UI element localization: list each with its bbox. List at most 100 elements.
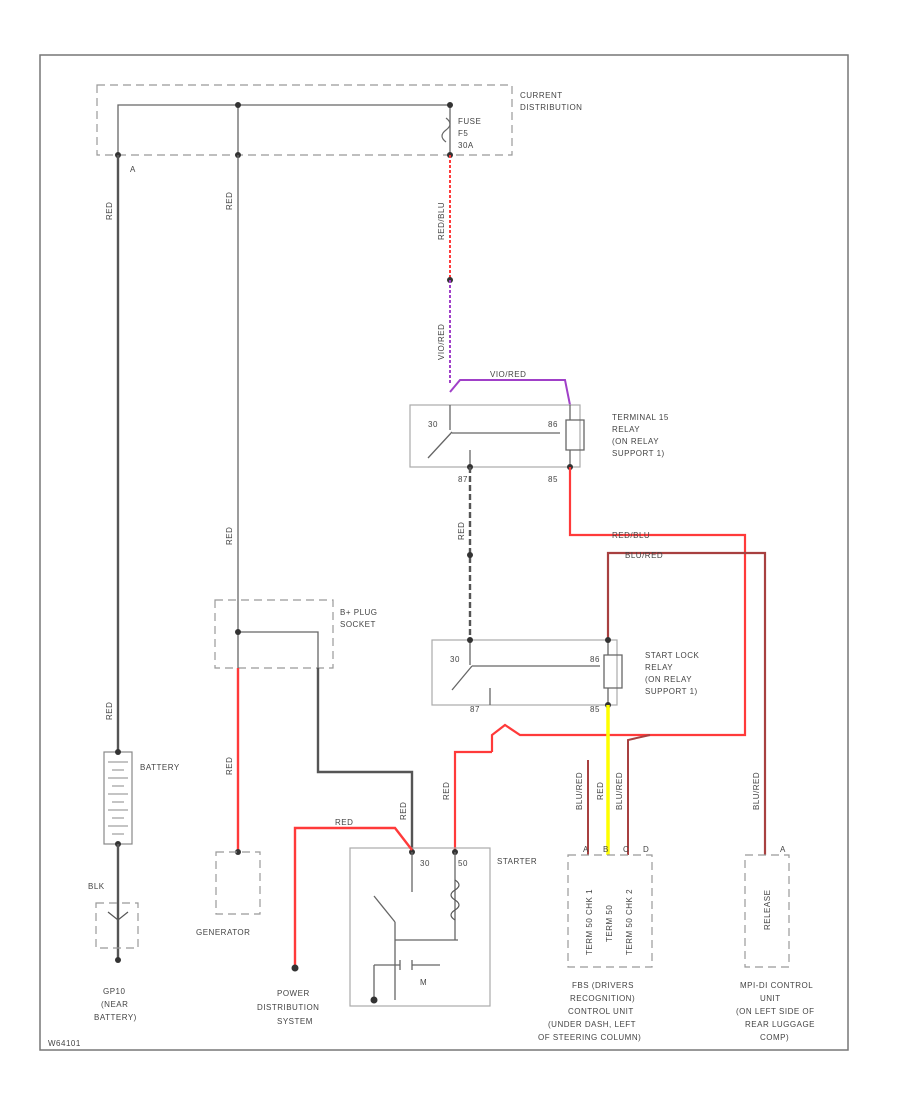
terminal-relay-label-1: TERMINAL 15: [612, 413, 669, 422]
terminal-relay-label-2: RELAY: [612, 425, 640, 434]
starter-label: STARTER: [497, 857, 537, 866]
battery-label: BATTERY: [140, 763, 180, 772]
starter-internal: [373, 852, 458, 1000]
relay-85-wire: [490, 467, 747, 752]
fbs-label-3: CONTROL UNIT: [568, 1007, 634, 1016]
start-lock-pin-85: 85: [590, 705, 600, 714]
bus-node-2: [447, 102, 453, 108]
starter-pin-m: M: [420, 978, 427, 987]
fuse-label-1: FUSE: [458, 117, 481, 126]
wire-label-relay85: RED/BLU: [612, 531, 650, 540]
start-lock-node-2: [605, 637, 611, 643]
wire-label-chk: BLU/RED: [615, 772, 624, 810]
wire-label-t15-lock: RED: [457, 522, 466, 540]
starter-pin-50: 50: [458, 859, 468, 868]
terminal-relay-switch: [427, 405, 560, 467]
start-lock-pin-30: 30: [450, 655, 460, 664]
fbs-pin-1: TERM 50 CHK 1: [585, 889, 594, 955]
wire-label-fuse-red: RED/BLU: [437, 202, 446, 240]
mpi-pin-a: A: [780, 845, 786, 854]
wire-label-battery-2: RED: [105, 702, 114, 720]
start-lock-label-1: START LOCK: [645, 651, 700, 660]
blk-label: BLK: [88, 882, 105, 891]
fbs-label-5: OF STEERING COLUMN): [538, 1033, 641, 1042]
wire-label-battery-1: RED: [105, 202, 114, 220]
fbs-pin-3: TERM 50 CHK 2: [625, 889, 634, 955]
wire-label-lock-starter: RED: [442, 782, 451, 800]
starter-box: [349, 847, 491, 1007]
b-plus-socket-box: [214, 599, 334, 669]
wire-label-chk1: BLU/RED: [575, 772, 584, 810]
battery-node-top: [115, 749, 121, 755]
fuse-label-3: 30A: [458, 141, 474, 150]
power-distribution-label-3: SYSTEM: [277, 1017, 313, 1026]
terminal-relay-label-4: SUPPORT 1): [612, 449, 665, 458]
terminal-relay-box: [409, 404, 581, 468]
t15-lock-node: [467, 552, 473, 558]
gp10-contact: [107, 911, 129, 921]
wire-label-bplus-2: RED: [225, 527, 234, 545]
wire-label-fuse-violet: VIO/RED: [437, 324, 446, 360]
starter-solenoid: [450, 879, 460, 921]
fbs-unit-box: [567, 854, 653, 968]
start-lock-label-2: RELAY: [645, 663, 673, 672]
mpi-label-3: (ON LEFT SIDE OF: [736, 1007, 815, 1016]
b-plus-socket-label-1: B+ PLUG: [340, 608, 378, 617]
lock-starter-wire: [453, 750, 492, 852]
wire-label-yellow: RED: [596, 782, 605, 800]
start-lock-pin-87: 87: [470, 705, 480, 714]
generator-node: [235, 849, 241, 855]
bus-node-1: [235, 102, 241, 108]
generator-label: GENERATOR: [196, 928, 250, 937]
wire-label-bplus-1: RED: [225, 192, 234, 210]
power-distribution-label-2: DISTRIBUTION: [257, 1003, 319, 1012]
terminal-relay-label-3: (ON RELAY: [612, 437, 659, 446]
starter-ground: [370, 996, 378, 1004]
b-plus-socket-label-2: SOCKET: [340, 620, 376, 629]
fbs-pin-c: C: [623, 845, 629, 854]
fuse-label-2: F5: [458, 129, 468, 138]
current-distribution-label-1: CURRENT: [520, 91, 563, 100]
mpi-label-4: REAR LUGGAGE: [745, 1020, 815, 1029]
socket-starter-wire: [316, 668, 414, 852]
wire-label-mpi: BLU/RED: [625, 551, 663, 560]
battery-box: [103, 751, 133, 845]
relay-bridge-wire: [449, 379, 571, 406]
start-lock-switch: [451, 640, 600, 705]
ground-node: [115, 957, 121, 963]
current-distribution-box: [96, 84, 513, 156]
battery-cells: [108, 761, 128, 835]
wire-label-mpi-2: BLU/RED: [752, 772, 761, 810]
b-plus-internal: [237, 600, 319, 668]
gp10-label-3: BATTERY): [94, 1013, 137, 1022]
mpi-label-2: UNIT: [760, 994, 781, 1003]
mpi-pin-label: RELEASE: [763, 890, 772, 930]
term50-chk-wire: [627, 734, 651, 855]
fbs-pin-b: B: [603, 845, 609, 854]
power-distribution-node: [291, 964, 299, 972]
start-lock-label-3: (ON RELAY: [645, 675, 692, 684]
start-lock-relay-box: [431, 639, 618, 706]
power-distribution-label-1: POWER: [277, 989, 310, 998]
mpi-label-5: COMP): [760, 1033, 789, 1042]
start-lock-label-4: SUPPORT 1): [645, 687, 698, 696]
fbs-pin-d: D: [643, 845, 649, 854]
diagram-frame: [39, 54, 849, 1051]
power-distribution-wire: [293, 826, 413, 968]
wire-label-socket-starter: RED: [399, 802, 408, 820]
terminal-relay-coil: [565, 405, 585, 467]
terminal-relay-pin-85: 85: [548, 475, 558, 484]
wire-label-generator: RED: [225, 757, 234, 775]
fbs-pin-2: TERM 50: [605, 905, 614, 942]
fbs-label-1: FBS (DRIVERS: [572, 981, 634, 990]
footer-code: W64101: [48, 1039, 81, 1048]
distribution-bus: [117, 104, 451, 155]
terminal-relay-pin-87: 87: [458, 475, 468, 484]
terminal-relay-pin-30: 30: [428, 420, 438, 429]
current-distribution-label-2: DISTRIBUTION: [520, 103, 582, 112]
b-plus-node: [235, 629, 241, 635]
gp10-box: [95, 902, 139, 949]
mpi-label-1: MPI-DI CONTROL: [740, 981, 813, 990]
gp10-label-2: (NEAR: [101, 1000, 128, 1009]
